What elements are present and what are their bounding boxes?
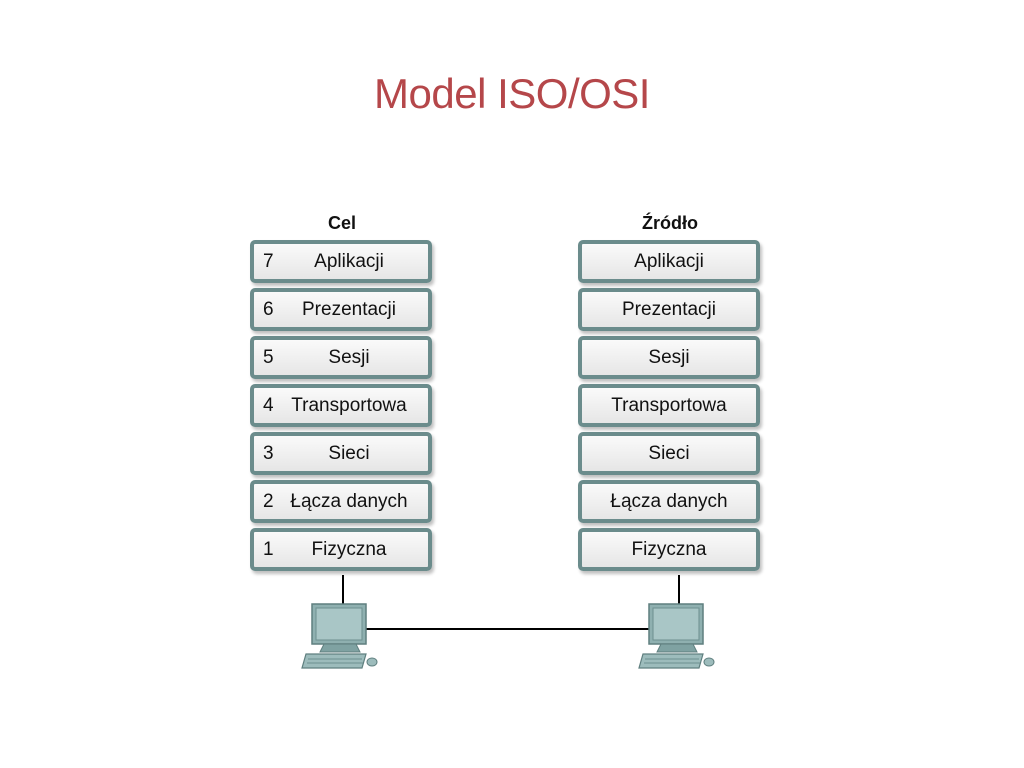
layer-presentation: Prezentacji — [578, 288, 760, 331]
layer-label: Sesji — [328, 347, 370, 368]
layer-label: Łącza danych — [610, 491, 728, 512]
layer-label: Sieci — [328, 443, 370, 464]
layer-label: Sesji — [648, 347, 690, 368]
layer-network: Sieci — [578, 432, 760, 475]
layer-label: Prezentacji — [622, 299, 716, 320]
layer-label: Fizyczna — [631, 539, 707, 560]
layer-label: Aplikacji — [314, 251, 384, 272]
layer-number: 4 — [263, 395, 274, 416]
layer-data-link: Łącza danych — [578, 480, 760, 523]
layer-transport: Transportowa — [578, 384, 760, 427]
computer-icon — [638, 603, 715, 669]
layer-session: Sesji — [578, 336, 760, 379]
source-stack: Źródło Aplikacji Prezentacji Sesji Trans… — [578, 210, 762, 576]
layer-label: Sieci — [648, 443, 690, 464]
layer-5-session: 5 Sesji — [250, 336, 432, 379]
layer-number: 5 — [263, 347, 274, 368]
layer-number: 3 — [263, 443, 274, 464]
layer-label: Transportowa — [291, 395, 407, 416]
layer-label: Łącza danych — [290, 491, 408, 512]
computer-icon — [301, 603, 378, 669]
layer-application: Aplikacji — [578, 240, 760, 283]
layer-3-network: 3 Sieci — [250, 432, 432, 475]
destination-header: Cel — [327, 213, 356, 233]
layer-number: 1 — [263, 539, 274, 560]
layer-1-physical: 1 Fizyczna — [250, 528, 432, 571]
layer-label: Transportowa — [611, 395, 727, 416]
layer-label: Aplikacji — [634, 251, 704, 272]
layer-number: 7 — [263, 251, 274, 272]
layer-number: 2 — [263, 491, 274, 512]
layer-number: 6 — [263, 299, 274, 320]
page-title: Model ISO/OSI — [374, 70, 650, 117]
layer-2-data-link: 2 Łącza danych — [250, 480, 432, 523]
layer-6-presentation: 6 Prezentacji — [250, 288, 432, 331]
layer-4-transport: 4 Transportowa — [250, 384, 432, 427]
layer-7-application: 7 Aplikacji — [250, 240, 432, 283]
source-header: Źródło — [642, 213, 698, 233]
layer-physical: Fizyczna — [578, 528, 760, 571]
destination-stack: Cel 7 Aplikacji 6 Prezentacji 5 Sesji 4 … — [250, 210, 434, 576]
layer-label: Prezentacji — [302, 299, 396, 320]
layer-label: Fizyczna — [311, 539, 387, 560]
